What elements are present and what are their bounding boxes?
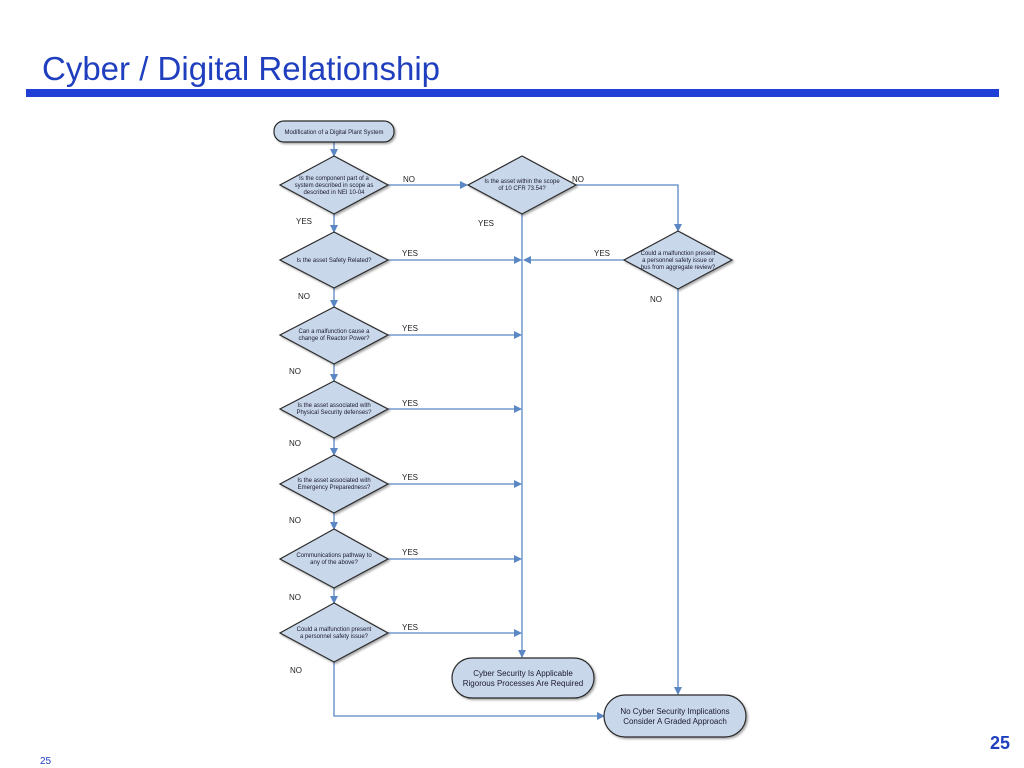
d7-no-label: NO [289,593,301,602]
d9-text-2: a personnel safety issue or [642,258,714,264]
d1-text-2: system described in scope as [295,183,374,189]
decision-d6 [278,454,390,514]
decision-d3 [278,231,390,289]
decision-d9 [622,230,734,290]
decision-d7 [278,528,390,589]
d4-no-label: NO [289,367,301,376]
end-none-text-2: Consider A Graded Approach [623,717,727,726]
d3-no-label: NO [298,292,310,301]
d2-no-label: NO [572,175,584,184]
d6-no-label: NO [289,516,301,525]
connector-d2-d9 [576,184,682,232]
d1-text-3: described in NEI 10-04 [303,190,365,196]
footer-page-number: 25 [40,756,52,767]
slide-title: Cyber / Digital Relationship [42,50,441,87]
d9-no-label: NO [650,295,662,304]
d7-yes-label: YES [402,548,418,557]
d1-text-1: Is the component part of a [299,176,369,182]
d1-yes-label: YES [296,217,312,226]
d9-yes-label: YES [594,249,610,258]
branch-labels: NO YES NO YES YES YES NO NO YES NO YES N… [289,175,662,675]
d6-yes-label: YES [402,473,418,482]
decision-d1 [278,155,390,215]
connectors [330,142,682,720]
d5-text-2: Physical Security defenses? [296,410,372,416]
title-rule [26,89,999,97]
d2-text-1: Is the asset within the scope [484,179,560,185]
d3-yes-label: YES [402,249,418,258]
d1-no-label: NO [403,175,415,184]
d4-text-2: change of Reactor Power? [298,336,370,342]
shape-texts: Modification of a Digital Plant System I… [284,130,729,726]
d4-text-1: Can a malfunction cause a [298,329,370,335]
d6-text-2: Emergency Preparedness? [298,485,371,491]
decision-d8 [278,602,390,663]
d6-text-1: Is the asset associated with [297,478,370,484]
page-number: 25 [989,733,1010,753]
d4-yes-label: YES [402,324,418,333]
d8-yes-label: YES [402,623,418,632]
start-terminator [273,120,395,143]
d3-text-1: Is the asset Safety Related? [296,258,372,264]
d8-text-2: a personnel safety issue? [300,634,369,640]
d2-text-2: of 10 CFR 73.54? [498,186,546,192]
end-none-text-1: No Cyber Security Implications [620,707,729,716]
d5-yes-label: YES [402,399,418,408]
decision-d4 [278,306,390,365]
end-none-terminator [603,694,747,738]
end-applicable-text-2: Rigorous Processes Are Required [463,679,584,688]
shapes [273,120,747,738]
d7-text-1: Communications pathway to [296,553,372,559]
d9-text-1: Could a malfunction present [641,251,716,257]
d8-text-1: Could a malfunction present [297,627,372,633]
end-applicable-text-1: Cyber Security Is Applicable [473,669,573,678]
d5-text-1: Is the asset associated with [297,403,370,409]
connector-d8-none [333,662,605,720]
end-applicable-terminator [451,657,595,699]
d8-no-label: NO [290,666,302,675]
d2-yes-label: YES [478,219,494,228]
decision-d2 [466,155,578,215]
d9-text-3: bus from aggregate review? [641,265,716,271]
decision-d5 [278,380,390,439]
d7-text-2: any of the above? [310,560,358,566]
start-text: Modification of a Digital Plant System [284,130,383,136]
d5-no-label: NO [289,439,301,448]
